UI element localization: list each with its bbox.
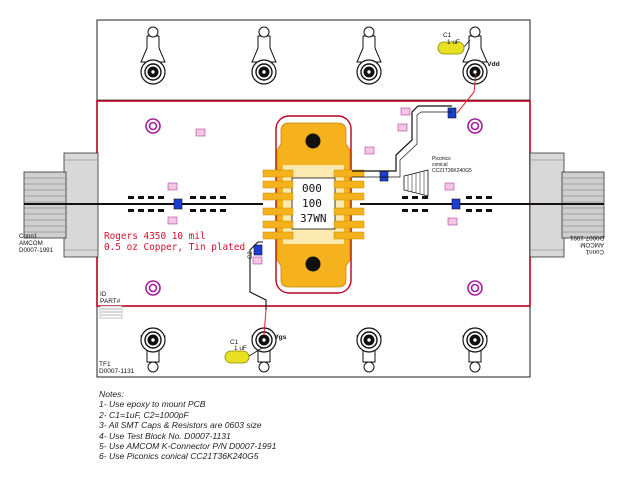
gate-bias-trace (249, 241, 267, 310)
note-item: 6- Use Piconics conical CC21T36K240G5 (99, 451, 259, 462)
piconics-label-line2: conical (432, 162, 448, 168)
chip-marking-line2: 100 (302, 197, 322, 210)
substrate-label-line2: 0.5 oz Copper, Tin plated (104, 242, 245, 253)
piconics-inductor-windings (407, 171, 425, 195)
bottom-mounting-screws (140, 327, 488, 373)
right-connector-label-2: AMCOM (580, 241, 604, 248)
note-item: 3- All SMT Caps & Resistors are 0603 siz… (99, 420, 262, 431)
right-connector-label-1: Conn1 (585, 248, 604, 255)
cap-bottom-name: C1 (230, 339, 239, 346)
device-leads (262, 169, 365, 240)
drain-bias-trace-outline (352, 111, 452, 178)
flange-hole-bottom (305, 256, 321, 272)
vgs-wire (263, 309, 267, 336)
id-label: ID (100, 291, 107, 298)
capacitor-top (437, 39, 471, 55)
test-block-label-line1: TF1 (99, 361, 111, 368)
left-connector-label-3: D0007-1991 (19, 247, 54, 254)
substrate-label-line1: Rogers 4350 10 mil (104, 231, 206, 242)
test-block-label-line2: D0007-1131 (99, 368, 135, 375)
screw-top-2 (251, 26, 277, 85)
note-item: 1- Use epoxy to mount PCB (99, 399, 206, 410)
screw-bottom-3 (356, 327, 382, 373)
note-item: 4- Use Test Block No. D0007-1131 (99, 430, 231, 441)
piconics-label-line1: Piconics (432, 156, 451, 162)
drain-bias-trace (352, 105, 452, 172)
screw-top-3 (356, 26, 382, 85)
screw-bottom-1 (140, 327, 166, 373)
c2-label: C2 (248, 251, 254, 259)
notes-block: Notes: 1- Use epoxy to mount PCB 2- C1=1… (99, 389, 276, 462)
flange-hole-top (305, 133, 321, 149)
smt-components (173, 107, 461, 256)
ground-pads (128, 196, 492, 212)
vdd-wire (456, 73, 477, 114)
chip-marking-line1: 000 (302, 182, 322, 195)
screw-top-4 (462, 26, 488, 85)
screw-bottom-4 (462, 327, 488, 373)
cap-bottom-value: 1 uF (234, 345, 247, 352)
cap-top-value: 1 uF (447, 39, 460, 46)
right-connector-label-3: D0007-1991 (569, 234, 604, 241)
screw-top-1 (140, 26, 166, 85)
left-connector-label-1: Conn1 (19, 233, 38, 240)
notes-title: Notes: (99, 389, 124, 399)
pcb-logo-hatching (101, 308, 121, 316)
pcb-mounting-vias (145, 118, 483, 296)
note-item: 2- C1=1uF, C2=1000pF (99, 409, 189, 420)
piconics-label-line3: CC21T36K240G5 (432, 168, 472, 174)
part-label: PART# (100, 298, 121, 305)
vdd-label: Vdd (487, 61, 500, 68)
left-connector-label-2: AMCOM (19, 240, 43, 247)
note-item: 5- Use AMCOM K-Connector P/N D0007-1991 (99, 441, 277, 452)
cap-top-name: C1 (443, 32, 452, 39)
top-mounting-screws (140, 26, 488, 85)
device-die (291, 177, 336, 230)
screw-bottom-2 (251, 327, 277, 373)
capacitor-bottom (224, 347, 263, 364)
chip-marking-line3: 37WN (300, 212, 327, 225)
vgs-label: Vgs (274, 334, 287, 341)
